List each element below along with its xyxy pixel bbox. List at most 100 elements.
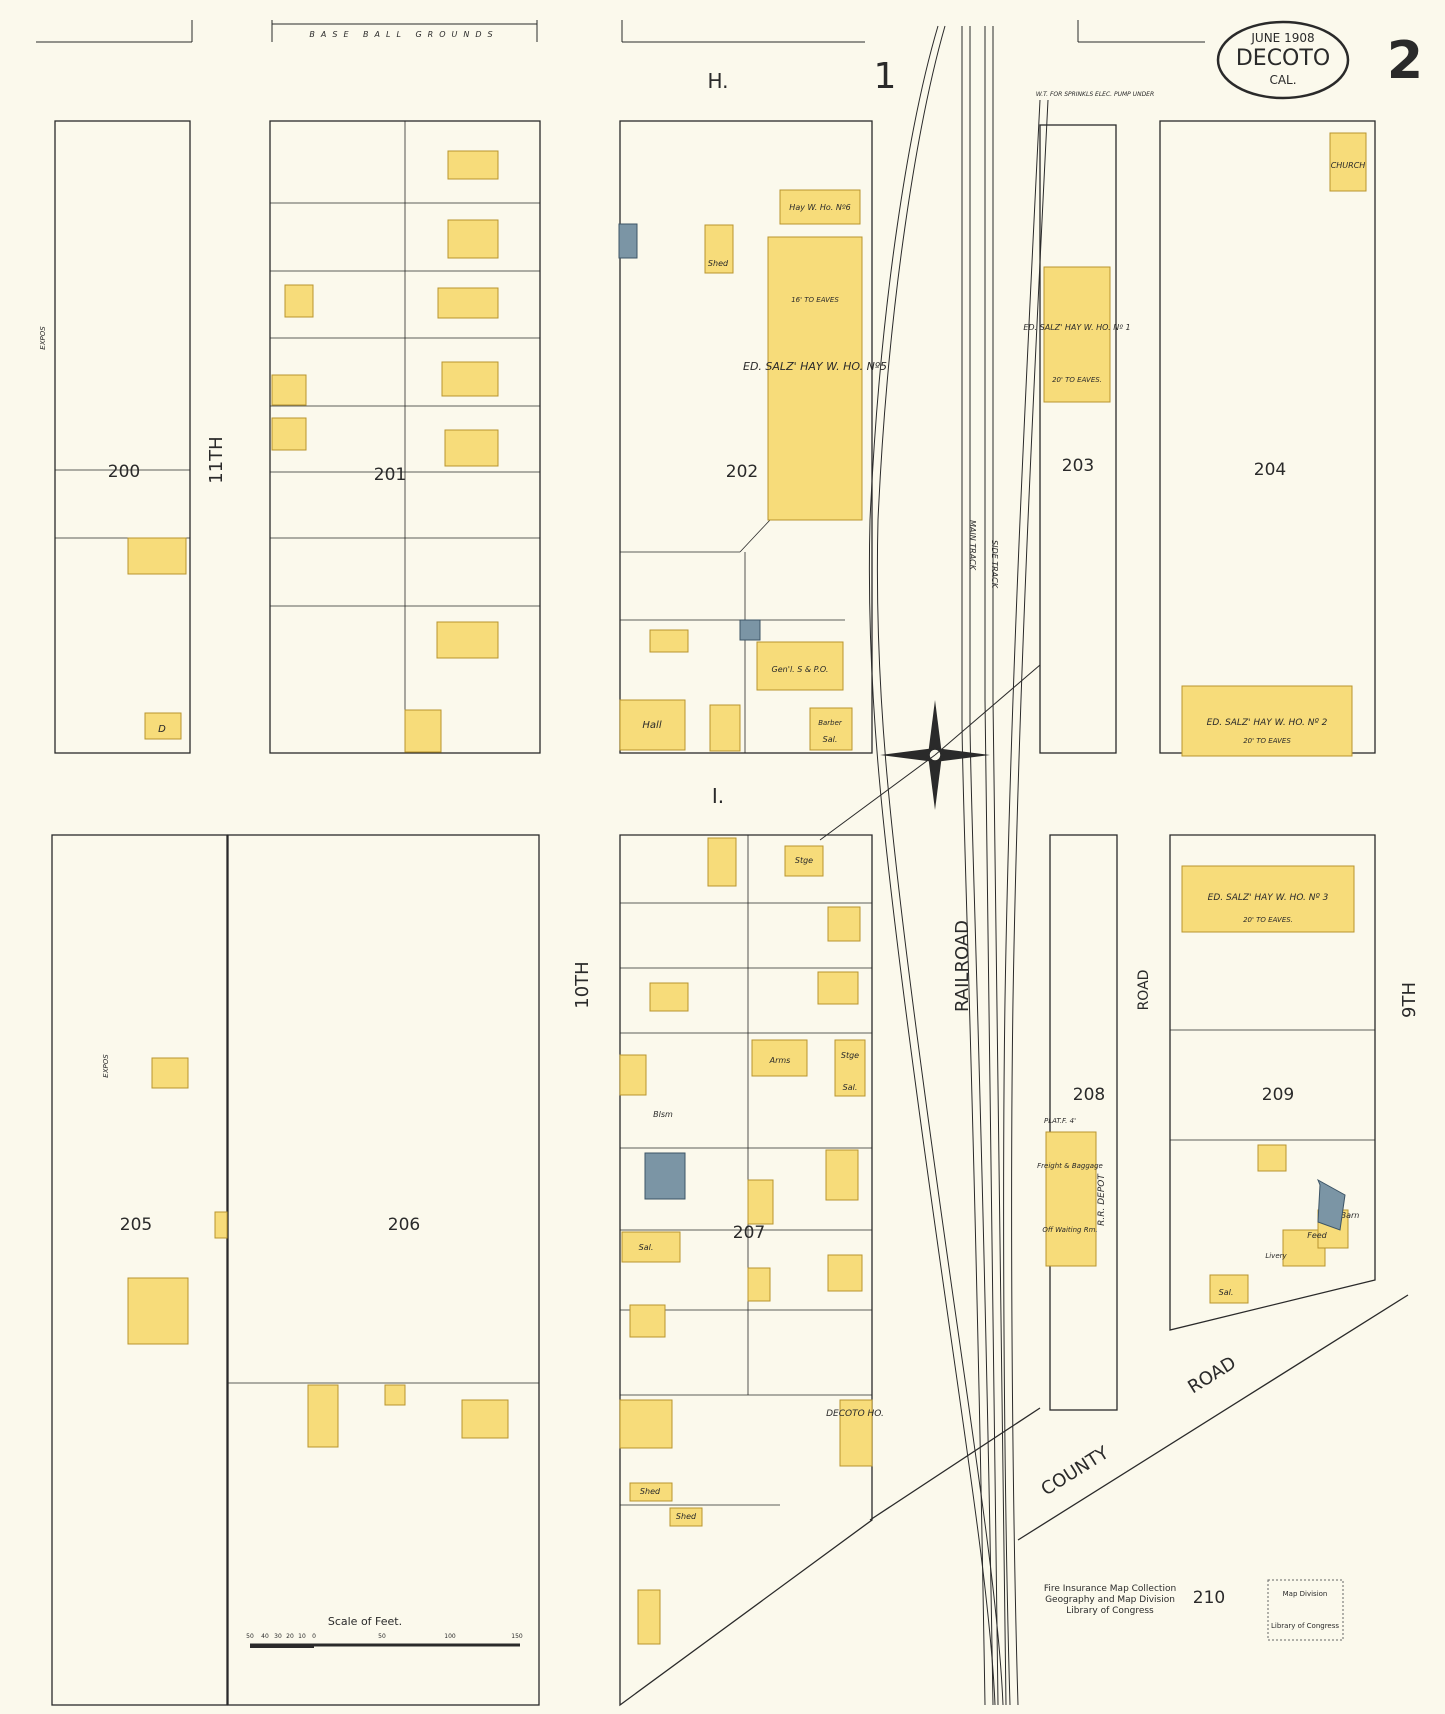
building-b207-8 bbox=[827, 1254, 863, 1292]
block-204-outline bbox=[1159, 120, 1376, 754]
scale-tick-150: 150 bbox=[511, 1633, 523, 1640]
building-b206-2 bbox=[461, 1399, 509, 1439]
lot-lines bbox=[55, 121, 1375, 1506]
label-expos-1: EXPOS bbox=[39, 326, 47, 350]
town-name: DECOTO bbox=[1236, 46, 1330, 71]
building-sal-209 bbox=[1209, 1274, 1249, 1304]
scale-tick-20: 20 bbox=[286, 1633, 294, 1640]
building-block200-b bbox=[144, 712, 182, 740]
label-blsm: Blsm bbox=[653, 1110, 673, 1119]
stamp-line-2: Geography and Map Division bbox=[1045, 1595, 1175, 1605]
building-hall bbox=[619, 699, 686, 751]
block-202: 202 bbox=[726, 462, 758, 482]
label-livery: Livery bbox=[1265, 1252, 1287, 1260]
map-division-label: Map Division bbox=[1283, 1590, 1328, 1598]
stone-b202-1 bbox=[618, 223, 638, 259]
building-b201-1 bbox=[447, 150, 499, 180]
street-labels: H. 1 I. 11TH 10TH 9TH RAILROAD ROAD COUN… bbox=[206, 56, 1420, 1500]
library-stamp: Fire Insurance Map Collection Geography … bbox=[1044, 1579, 1344, 1641]
building-saloon-barber bbox=[809, 707, 853, 751]
label-barn: Barn bbox=[1341, 1211, 1360, 1220]
baseball-grounds: BASE BALL GROUNDS bbox=[271, 20, 538, 42]
stamp-line-1: Fire Insurance Map Collection bbox=[1044, 1584, 1176, 1594]
block-204: 204 bbox=[1254, 460, 1286, 480]
building-sal-207 bbox=[621, 1231, 681, 1263]
building-labels: ED. SALZ' HAY W. HO. Nº5 16' TO EAVES Ha… bbox=[39, 91, 1365, 1521]
scale-tick-100: 100 bbox=[444, 1633, 456, 1640]
label-expos-2: EXPOS bbox=[102, 1054, 110, 1078]
map-date: JUNE 1908 bbox=[1250, 31, 1314, 45]
building-b202-2 bbox=[709, 704, 741, 752]
street-11th: 11TH bbox=[206, 436, 227, 483]
building-b205-3 bbox=[214, 1211, 228, 1239]
block-205: 205 bbox=[120, 1215, 152, 1235]
loc-label: Library of Congress bbox=[1271, 1622, 1339, 1630]
scale-tick-30: 30 bbox=[274, 1633, 282, 1640]
building-b201-2 bbox=[447, 219, 499, 259]
building-b201-8 bbox=[271, 374, 307, 406]
label-feed: Feed bbox=[1307, 1231, 1327, 1240]
building-b201-7 bbox=[284, 284, 314, 318]
building-hay-warehouse-3 bbox=[1181, 865, 1355, 933]
label-waiting: Off Waiting Rm. bbox=[1042, 1226, 1097, 1234]
street-road: ROAD bbox=[1136, 970, 1152, 1011]
block-numbers: 200 201 202 203 204 205 206 207 208 209 … bbox=[108, 456, 1294, 1608]
building-stge-1 bbox=[784, 845, 824, 877]
building-b207-1 bbox=[707, 837, 737, 887]
street-county: COUNTY bbox=[1038, 1442, 1114, 1500]
label-hay-wh-1-eaves: 20' TO EAVES. bbox=[1052, 376, 1102, 384]
building-b201-6 bbox=[436, 621, 499, 659]
label-sal-2: Sal. bbox=[843, 1083, 858, 1092]
label-hay-wh-3-eaves: 20' TO EAVES. bbox=[1243, 916, 1293, 924]
county-road-lines bbox=[869, 1294, 1409, 1541]
label-wt-note: W.T. FOR SPRINKLS ELEC. PUMP UNDER bbox=[1036, 91, 1154, 98]
building-b207-7 bbox=[747, 1179, 774, 1225]
building-shed-207-a bbox=[629, 1482, 673, 1502]
building-hay-warehouse-5 bbox=[767, 236, 863, 521]
building-b201-10 bbox=[404, 709, 442, 753]
building-b207-2 bbox=[827, 906, 861, 942]
building-b205-1 bbox=[151, 1057, 189, 1089]
label-rr-depot: R.R. DEPOT bbox=[1097, 1173, 1107, 1226]
building-shed-207-b bbox=[669, 1507, 703, 1527]
label-platform: PLAT.F. 4' bbox=[1044, 1117, 1076, 1125]
label-stge-1: Stge bbox=[795, 856, 813, 865]
building-b207-4 bbox=[817, 971, 859, 1005]
building-b206-3 bbox=[384, 1384, 406, 1406]
block-209-outline bbox=[1169, 834, 1376, 1331]
building-b209-1 bbox=[1257, 1144, 1287, 1172]
label-hay-wh-5: ED. SALZ' HAY W. HO. Nº5 bbox=[743, 360, 887, 373]
main-track-label: MAIN TRACK bbox=[968, 520, 977, 571]
building-b207-10 bbox=[629, 1304, 666, 1338]
state-name: CAL. bbox=[1269, 73, 1296, 87]
label-hay-wh-6: Hay W. Ho. Nº6 bbox=[789, 203, 850, 212]
building-b207-6 bbox=[825, 1149, 859, 1201]
block-203: 203 bbox=[1062, 456, 1094, 476]
building-b205-2 bbox=[127, 1277, 189, 1345]
label-sal-202: Sal. bbox=[823, 735, 838, 744]
building-arms bbox=[751, 1039, 808, 1077]
label-sal-207: Sal. bbox=[639, 1243, 654, 1252]
block-207: 207 bbox=[733, 1223, 765, 1243]
building-b206-1 bbox=[307, 1384, 339, 1448]
compass-rose bbox=[819, 664, 1041, 841]
building-hay-warehouse-6 bbox=[779, 189, 861, 225]
block-203-outline bbox=[1039, 124, 1117, 754]
scale-bar: Scale of Feet. 50 40 30 20 10 0 50 100 1… bbox=[246, 1615, 523, 1648]
block-200: 200 bbox=[108, 462, 140, 482]
building-church bbox=[1329, 132, 1367, 192]
label-shed-202: Shed bbox=[708, 259, 729, 268]
label-gen-store: Gen'l. S & P.O. bbox=[772, 665, 829, 674]
scale-tick-50a: 50 bbox=[246, 1633, 254, 1640]
street-h: H. bbox=[707, 69, 728, 93]
stamp-line-3: Library of Congress bbox=[1066, 1606, 1154, 1616]
building-decoto-hotel bbox=[839, 1399, 873, 1467]
building-general-store bbox=[756, 641, 844, 691]
block-209: 209 bbox=[1262, 1085, 1294, 1105]
street-10th: 10TH bbox=[572, 961, 593, 1008]
block-200-outline bbox=[54, 120, 191, 754]
label-freight: Freight & Baggage bbox=[1037, 1162, 1103, 1170]
street-railroad: RAILROAD bbox=[952, 920, 973, 1012]
stone-buildings bbox=[618, 223, 1346, 1231]
building-shed-202 bbox=[704, 224, 734, 274]
